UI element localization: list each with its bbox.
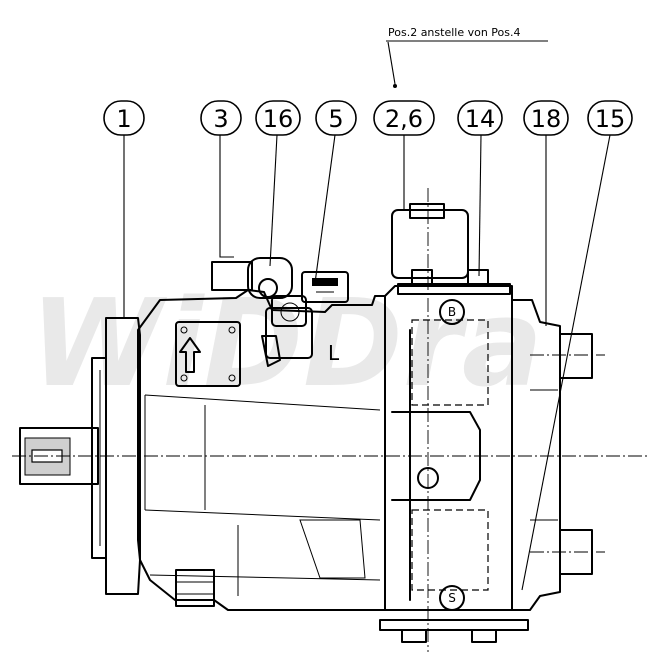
position-note: Pos.2 anstelle von Pos.4 <box>386 26 548 88</box>
port-plate: B S <box>384 285 513 611</box>
port-l-assembly: L <box>261 295 340 367</box>
top-valve-body <box>391 209 469 279</box>
valve-block <box>211 261 253 291</box>
housing-bottom-line <box>149 574 381 581</box>
end-cover-outline <box>511 299 561 611</box>
bottom-bolt-2 <box>471 629 497 643</box>
port-l-fitting <box>265 307 313 359</box>
top-valve-base <box>397 283 511 295</box>
callout-label: 5 <box>328 105 343 133</box>
top-valve-stack <box>391 203 511 295</box>
callout-label: 14 <box>465 105 496 133</box>
leader-5 <box>314 134 336 284</box>
top-valve-bolt-2 <box>467 269 489 287</box>
callout-15: 15 <box>587 100 633 136</box>
callout-label: 3 <box>213 105 228 133</box>
bottom-bolt-1 <box>401 629 427 643</box>
valve-cap <box>247 257 293 299</box>
drive-shaft <box>19 427 99 485</box>
port-b-circle <box>439 299 465 325</box>
port-s-label: S <box>448 591 456 605</box>
watermark-logo: WiDDra <box>30 275 543 414</box>
callout-bubble <box>457 100 503 136</box>
control-valve <box>211 257 293 299</box>
callout-label: 16 <box>263 105 294 133</box>
port-l-plug <box>280 302 300 322</box>
rotation-arrow-icon <box>179 337 201 373</box>
port-s-circle <box>439 585 465 611</box>
bottom-flange <box>379 619 529 643</box>
callout-label: 18 <box>531 105 562 133</box>
cover-bolt-2 <box>228 326 236 334</box>
top-valve-bolt-1 <box>411 269 433 287</box>
leader-16 <box>269 134 278 267</box>
callout-16: 16 <box>255 100 301 136</box>
port-l-nut <box>271 295 307 327</box>
callout-14: 14 <box>457 100 503 136</box>
callout-1: 1 <box>103 100 145 136</box>
port-b-channel <box>411 319 489 406</box>
drain-plug <box>175 569 215 607</box>
housing-upper-edge <box>144 394 381 411</box>
housing-boss <box>299 519 366 579</box>
port-s-channel <box>411 509 489 591</box>
leader-lines <box>123 134 611 591</box>
port-l-label: L <box>328 341 340 365</box>
end-cover-plug-upper <box>559 333 593 379</box>
pressure-sensor <box>301 271 349 303</box>
callout-bubble <box>315 100 357 136</box>
port-b-label: B <box>448 305 456 319</box>
leader-14 <box>478 134 482 277</box>
leader-3 <box>219 135 234 258</box>
callout-group: 1 3 16 5 2,6 14 18 15 <box>103 100 633 136</box>
port-plate-cavity <box>391 411 481 501</box>
callout-bubble <box>200 100 242 136</box>
callout-5: 5 <box>315 100 357 136</box>
position-note-dot <box>393 84 397 88</box>
pump-body: L B S <box>12 188 650 652</box>
cover-bolt-3 <box>180 374 188 382</box>
cover-plate <box>175 321 241 387</box>
top-valve-cap <box>409 203 445 219</box>
sensor-connector <box>312 278 338 286</box>
callout-label: 1 <box>116 105 131 133</box>
callout-label: 2,6 <box>385 105 423 133</box>
housing-lower-edge <box>144 509 381 521</box>
valve-knob <box>258 278 278 298</box>
callout-18: 18 <box>523 100 569 136</box>
callout-2-6: 2,6 <box>373 100 435 136</box>
cover-bolt-4 <box>228 374 236 382</box>
cover-bolt-1 <box>180 326 188 334</box>
bottom-flange-plate <box>379 619 529 631</box>
callout-bubble <box>255 100 301 136</box>
leader-15 <box>521 134 611 591</box>
callout-3: 3 <box>200 100 242 136</box>
callout-label: 15 <box>595 105 626 133</box>
position-note-text: Pos.2 anstelle von Pos.4 <box>388 26 521 39</box>
sensor-housing <box>301 271 349 303</box>
position-note-leader <box>387 41 396 85</box>
